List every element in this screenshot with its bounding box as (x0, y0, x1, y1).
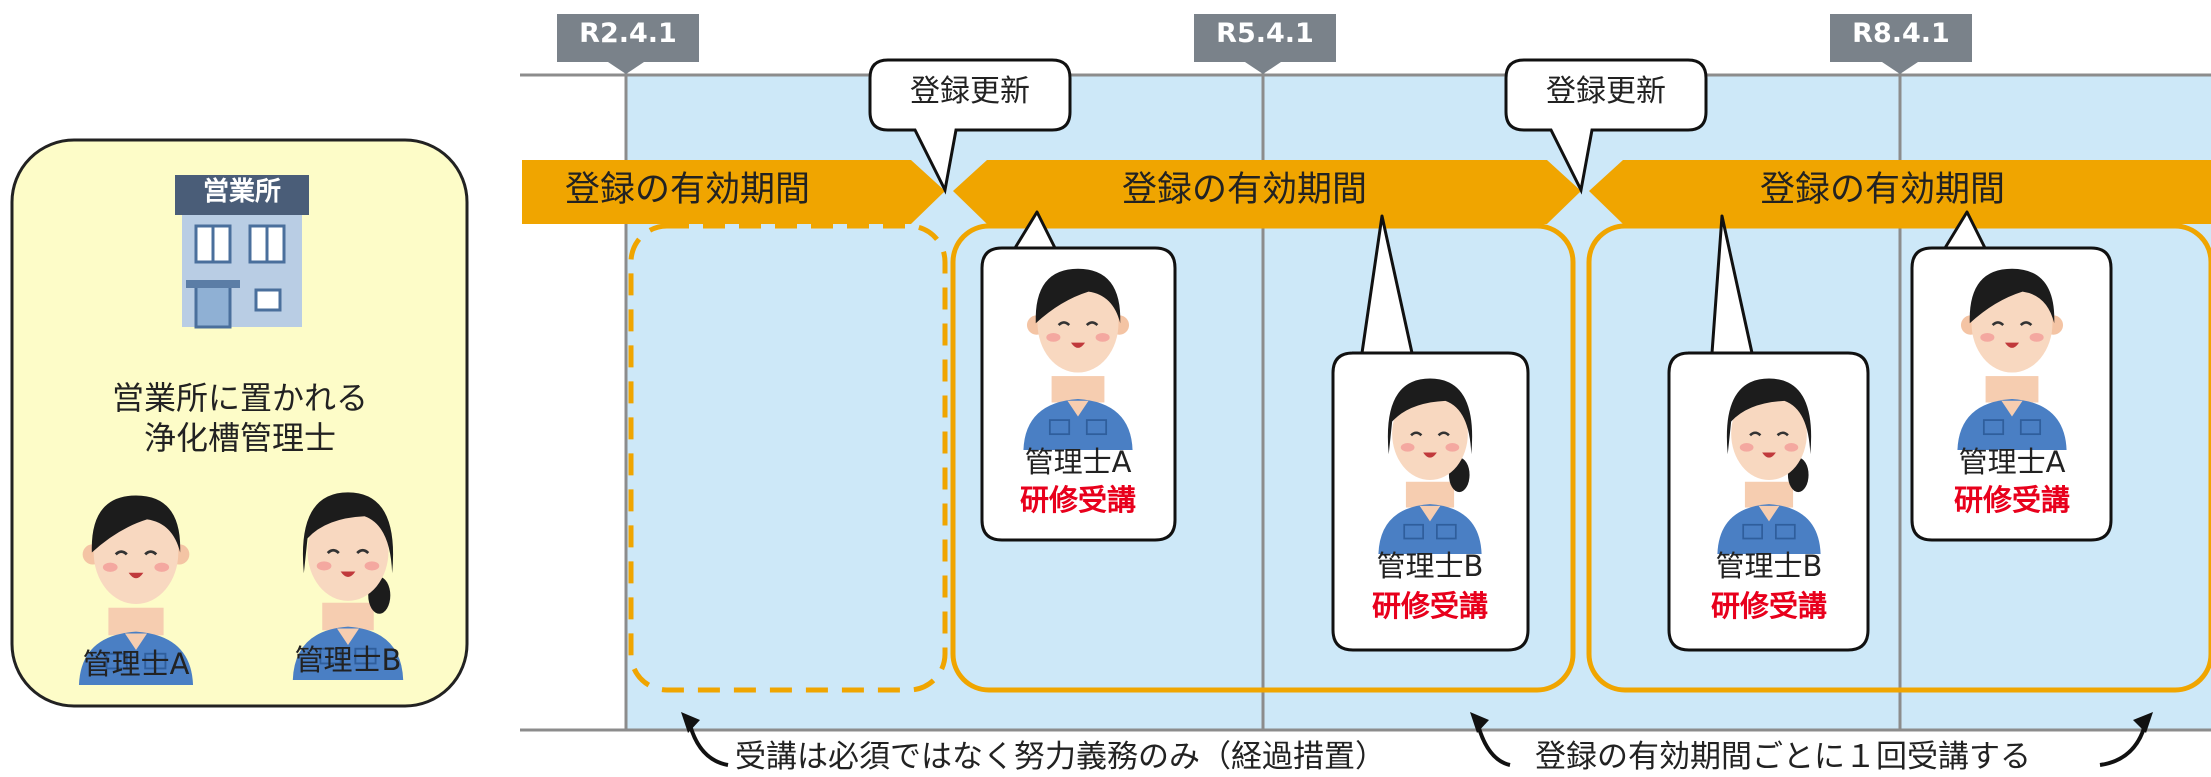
note-arrow-left (688, 724, 729, 767)
period-frame-3 (1586, 223, 2211, 693)
period-label-1: 登録の有効期間 (565, 170, 811, 210)
note-arrow-middle (1476, 724, 1511, 767)
period-bar-1 (522, 160, 945, 224)
transition-period-frame (628, 223, 948, 693)
bubble-person-a-period3 (1910, 210, 2113, 542)
date-tag-r8 (1830, 14, 1972, 74)
date-label-r2: R2.4.1 (579, 18, 677, 49)
bubble-b2-name: 管理士B (1715, 549, 1823, 583)
bubble-b1-training: 研修受講 (1371, 589, 1488, 623)
renewal-label-2: 登録更新 (1546, 74, 1666, 109)
period-label-3: 登録の有効期間 (1760, 170, 2006, 210)
office-sign: 営業所 (202, 177, 281, 207)
note-transition: 受講は必須ではなく努力義務のみ（経過措置） (735, 739, 1386, 775)
period-label-2: 登録の有効期間 (1122, 170, 1368, 210)
bubble-a2-training: 研修受講 (1953, 483, 2070, 517)
date-tag-r2 (557, 14, 699, 74)
bubble-b1-name: 管理士B (1376, 549, 1484, 583)
note-arrow-right (2099, 724, 2147, 767)
office-caption-line2: 浄化槽管理士 (143, 419, 336, 457)
office-person-b-name: 管理士B (294, 643, 402, 677)
renewal-callout-2 (1504, 58, 1708, 195)
office-person-a-name: 管理士A (82, 647, 190, 681)
bubble-a1-name: 管理士A (1024, 445, 1132, 479)
date-tag-r5 (1194, 14, 1336, 74)
date-label-r8: R8.4.1 (1852, 18, 1950, 49)
bubble-a2-name: 管理士A (1958, 445, 2066, 479)
renewal-label-1: 登録更新 (910, 74, 1030, 109)
office-building-icon (175, 175, 309, 329)
bubble-a1-training: 研修受講 (1019, 483, 1136, 517)
bubble-person-a-period2 (980, 210, 1177, 542)
date-label-r5: R5.4.1 (1216, 18, 1314, 49)
renewal-callout-1 (868, 58, 1072, 195)
period-bar-3 (1589, 160, 2211, 224)
period-bar-2 (953, 160, 1581, 224)
bubble-b2-training: 研修受講 (1710, 589, 1827, 623)
office-caption-line1: 営業所に置かれる (111, 379, 368, 417)
note-per-period: 登録の有効期間ごとに１回受講する (1535, 739, 2031, 775)
period-frame-2 (950, 223, 1576, 693)
